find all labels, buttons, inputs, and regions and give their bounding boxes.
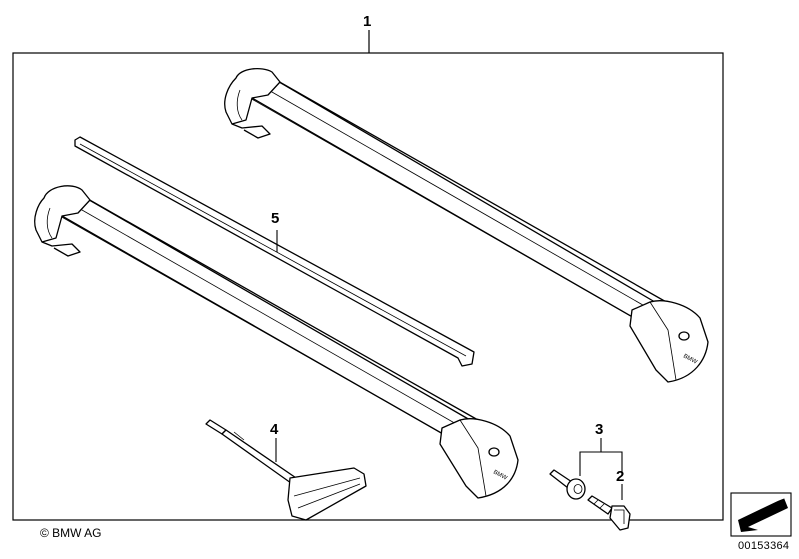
diagram-frame bbox=[12, 52, 724, 521]
direction-arrow-icon bbox=[730, 492, 792, 537]
callout-5: 5 bbox=[271, 210, 279, 227]
roof-bar-rear: BMW bbox=[224, 67, 709, 383]
roof-bar-front: BMW bbox=[34, 185, 519, 499]
callout-3: 3 bbox=[595, 421, 603, 438]
part-number: 00153364 bbox=[738, 540, 790, 552]
mounting-tool bbox=[205, 419, 367, 521]
copyright-text: © BMW AG bbox=[40, 526, 102, 540]
lock-cylinder bbox=[549, 469, 586, 500]
callout-1: 1 bbox=[363, 13, 371, 30]
rubber-strip bbox=[74, 136, 475, 367]
callout-4: 4 bbox=[270, 421, 279, 438]
callout-2: 2 bbox=[616, 468, 624, 485]
lock-key bbox=[587, 495, 631, 531]
